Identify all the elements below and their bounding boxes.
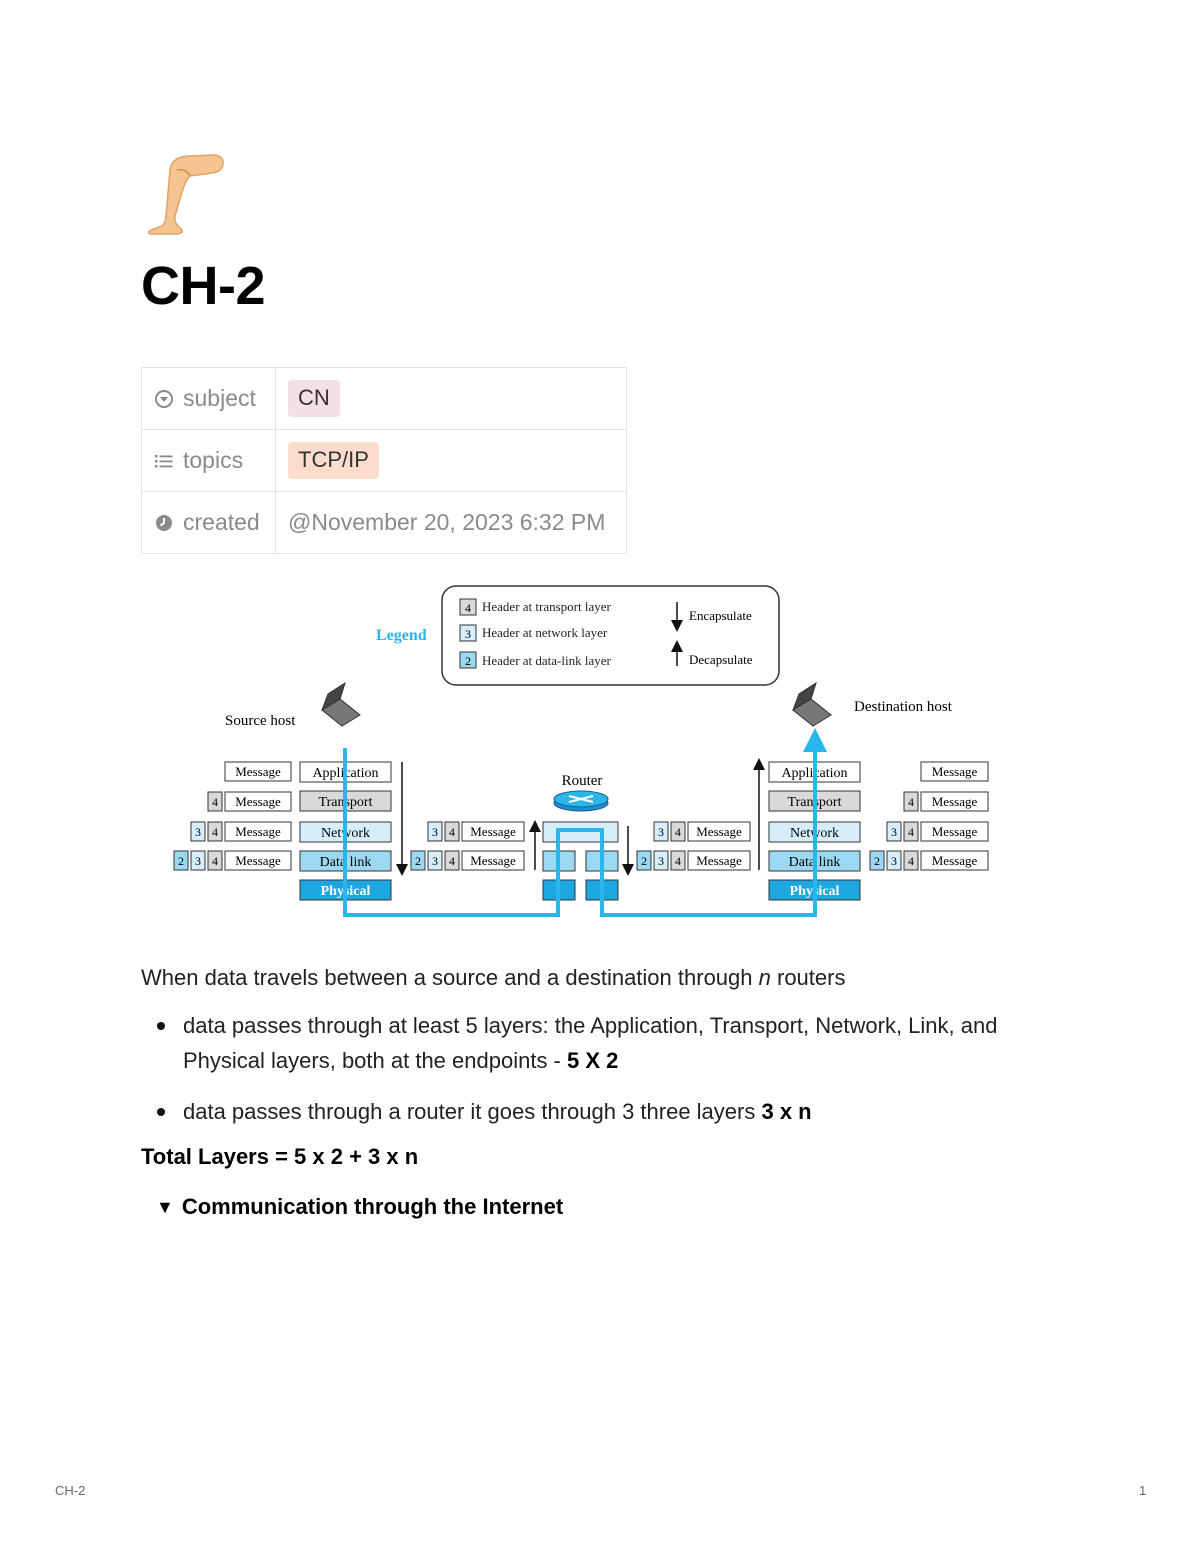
svg-text:3: 3 [658, 854, 664, 868]
created-date[interactable]: @November 20, 2023 6:32 PM [288, 509, 606, 535]
property-name: subject [183, 385, 256, 411]
legend-swatch-datalink [459, 651, 477, 669]
svg-text:Message: Message [235, 853, 281, 868]
destination-host-label: Destination host [854, 699, 953, 715]
legend-title: Legend [376, 627, 427, 644]
list-icon [155, 454, 173, 467]
svg-text:3: 3 [195, 825, 201, 839]
svg-text:4: 4 [449, 825, 455, 839]
router-layer-stack [542, 821, 619, 901]
svg-text:2: 2 [874, 854, 880, 868]
property-row-created: created @November 20, 2023 6:32 PM [141, 491, 627, 554]
legend-text: Header at transport layer [482, 599, 612, 614]
router-in-messages: 3 4 Message 2 3 4 Message [410, 821, 525, 871]
property-row-topics: topics TCP/IP [141, 429, 627, 492]
legend-num: 4 [465, 601, 471, 615]
topics-tag[interactable]: TCP/IP [288, 442, 379, 479]
toggle-label: Communication through the Internet [181, 1194, 564, 1219]
status-circle-icon [155, 389, 173, 408]
legend-text: Header at data-link layer [482, 653, 612, 668]
svg-text:3: 3 [432, 825, 438, 839]
svg-text:3: 3 [891, 825, 897, 839]
list-item: data passes through at least 5 layers: t… [141, 1008, 1081, 1078]
svg-text:Message: Message [470, 824, 516, 839]
svg-text:4: 4 [908, 825, 914, 839]
svg-text:3: 3 [658, 825, 664, 839]
destination-laptop-icon [792, 681, 832, 727]
encapsulate-label: Encapsulate [689, 608, 752, 623]
property-name: created [183, 509, 260, 535]
destination-messages: Message 4 Message 3 4 Message 2 3 4 Mess… [869, 761, 989, 871]
svg-text:Message: Message [235, 764, 281, 779]
svg-text:4: 4 [675, 854, 681, 868]
svg-text:4: 4 [212, 825, 218, 839]
legend-text: Header at network layer [482, 625, 608, 640]
leg-emoji-icon [147, 154, 224, 235]
svg-text:4: 4 [908, 795, 914, 809]
data-path [343, 728, 827, 917]
svg-text:4: 4 [449, 854, 455, 868]
legend-box [441, 585, 780, 686]
source-laptop-icon [321, 681, 361, 727]
toggle-triangle-icon[interactable]: ▼ [156, 1196, 174, 1217]
legend-num: 2 [465, 654, 471, 668]
toggle-communication[interactable]: ▼ Communication through the Internet [156, 1194, 563, 1220]
footer-title: CH-2 [55, 1483, 86, 1498]
page-title: CH-2 [141, 256, 266, 316]
svg-text:2: 2 [178, 854, 184, 868]
svg-text:4: 4 [212, 795, 218, 809]
tcpip-diagram: Legend 4 Header at transport layer 3 Hea… [173, 585, 989, 917]
bullet-list: data passes through at least 5 layers: t… [141, 1008, 1081, 1145]
svg-text:2: 2 [415, 854, 421, 868]
svg-text:4: 4 [212, 854, 218, 868]
svg-text:Message: Message [696, 824, 742, 839]
svg-text:3: 3 [195, 854, 201, 868]
router-out-messages: 3 4 Message 2 3 4 Message [636, 821, 751, 871]
source-host-label: Source host [225, 713, 296, 729]
total-layers: Total Layers = 5 x 2 + 3 x n [141, 1144, 419, 1169]
page-number: 1 [1139, 1483, 1147, 1498]
svg-text:3: 3 [891, 854, 897, 868]
legend-swatch-network [459, 624, 477, 642]
svg-text:Message: Message [932, 794, 978, 809]
subject-tag[interactable]: CN [288, 380, 340, 417]
svg-text:Message: Message [470, 853, 516, 868]
router-label: Router [562, 773, 603, 789]
svg-text:3: 3 [432, 854, 438, 868]
svg-text:Message: Message [235, 794, 281, 809]
svg-text:Message: Message [932, 824, 978, 839]
svg-text:4: 4 [675, 825, 681, 839]
legend-num: 3 [465, 627, 471, 641]
svg-text:2: 2 [641, 854, 647, 868]
properties-table: subject CN topics TCP/IP [141, 367, 627, 554]
decapsulate-label: Decapsulate [689, 652, 753, 667]
svg-text:4: 4 [908, 854, 914, 868]
svg-text:Message: Message [932, 764, 978, 779]
source-messages: Message 4 Message 3 4 Message 2 3 4 Mess… [173, 761, 292, 871]
legend-swatch-transport [459, 598, 477, 616]
clock-icon [156, 514, 172, 531]
property-row-subject: subject CN [141, 367, 627, 430]
router-icon [553, 790, 609, 812]
property-name: topics [183, 447, 244, 473]
svg-text:Message: Message [235, 824, 281, 839]
svg-text:Message: Message [696, 853, 742, 868]
svg-text:Message: Message [932, 853, 978, 868]
intro-paragraph: When data travels between a source and a… [141, 965, 846, 990]
list-item: data passes through a router it goes thr… [141, 1094, 1081, 1129]
